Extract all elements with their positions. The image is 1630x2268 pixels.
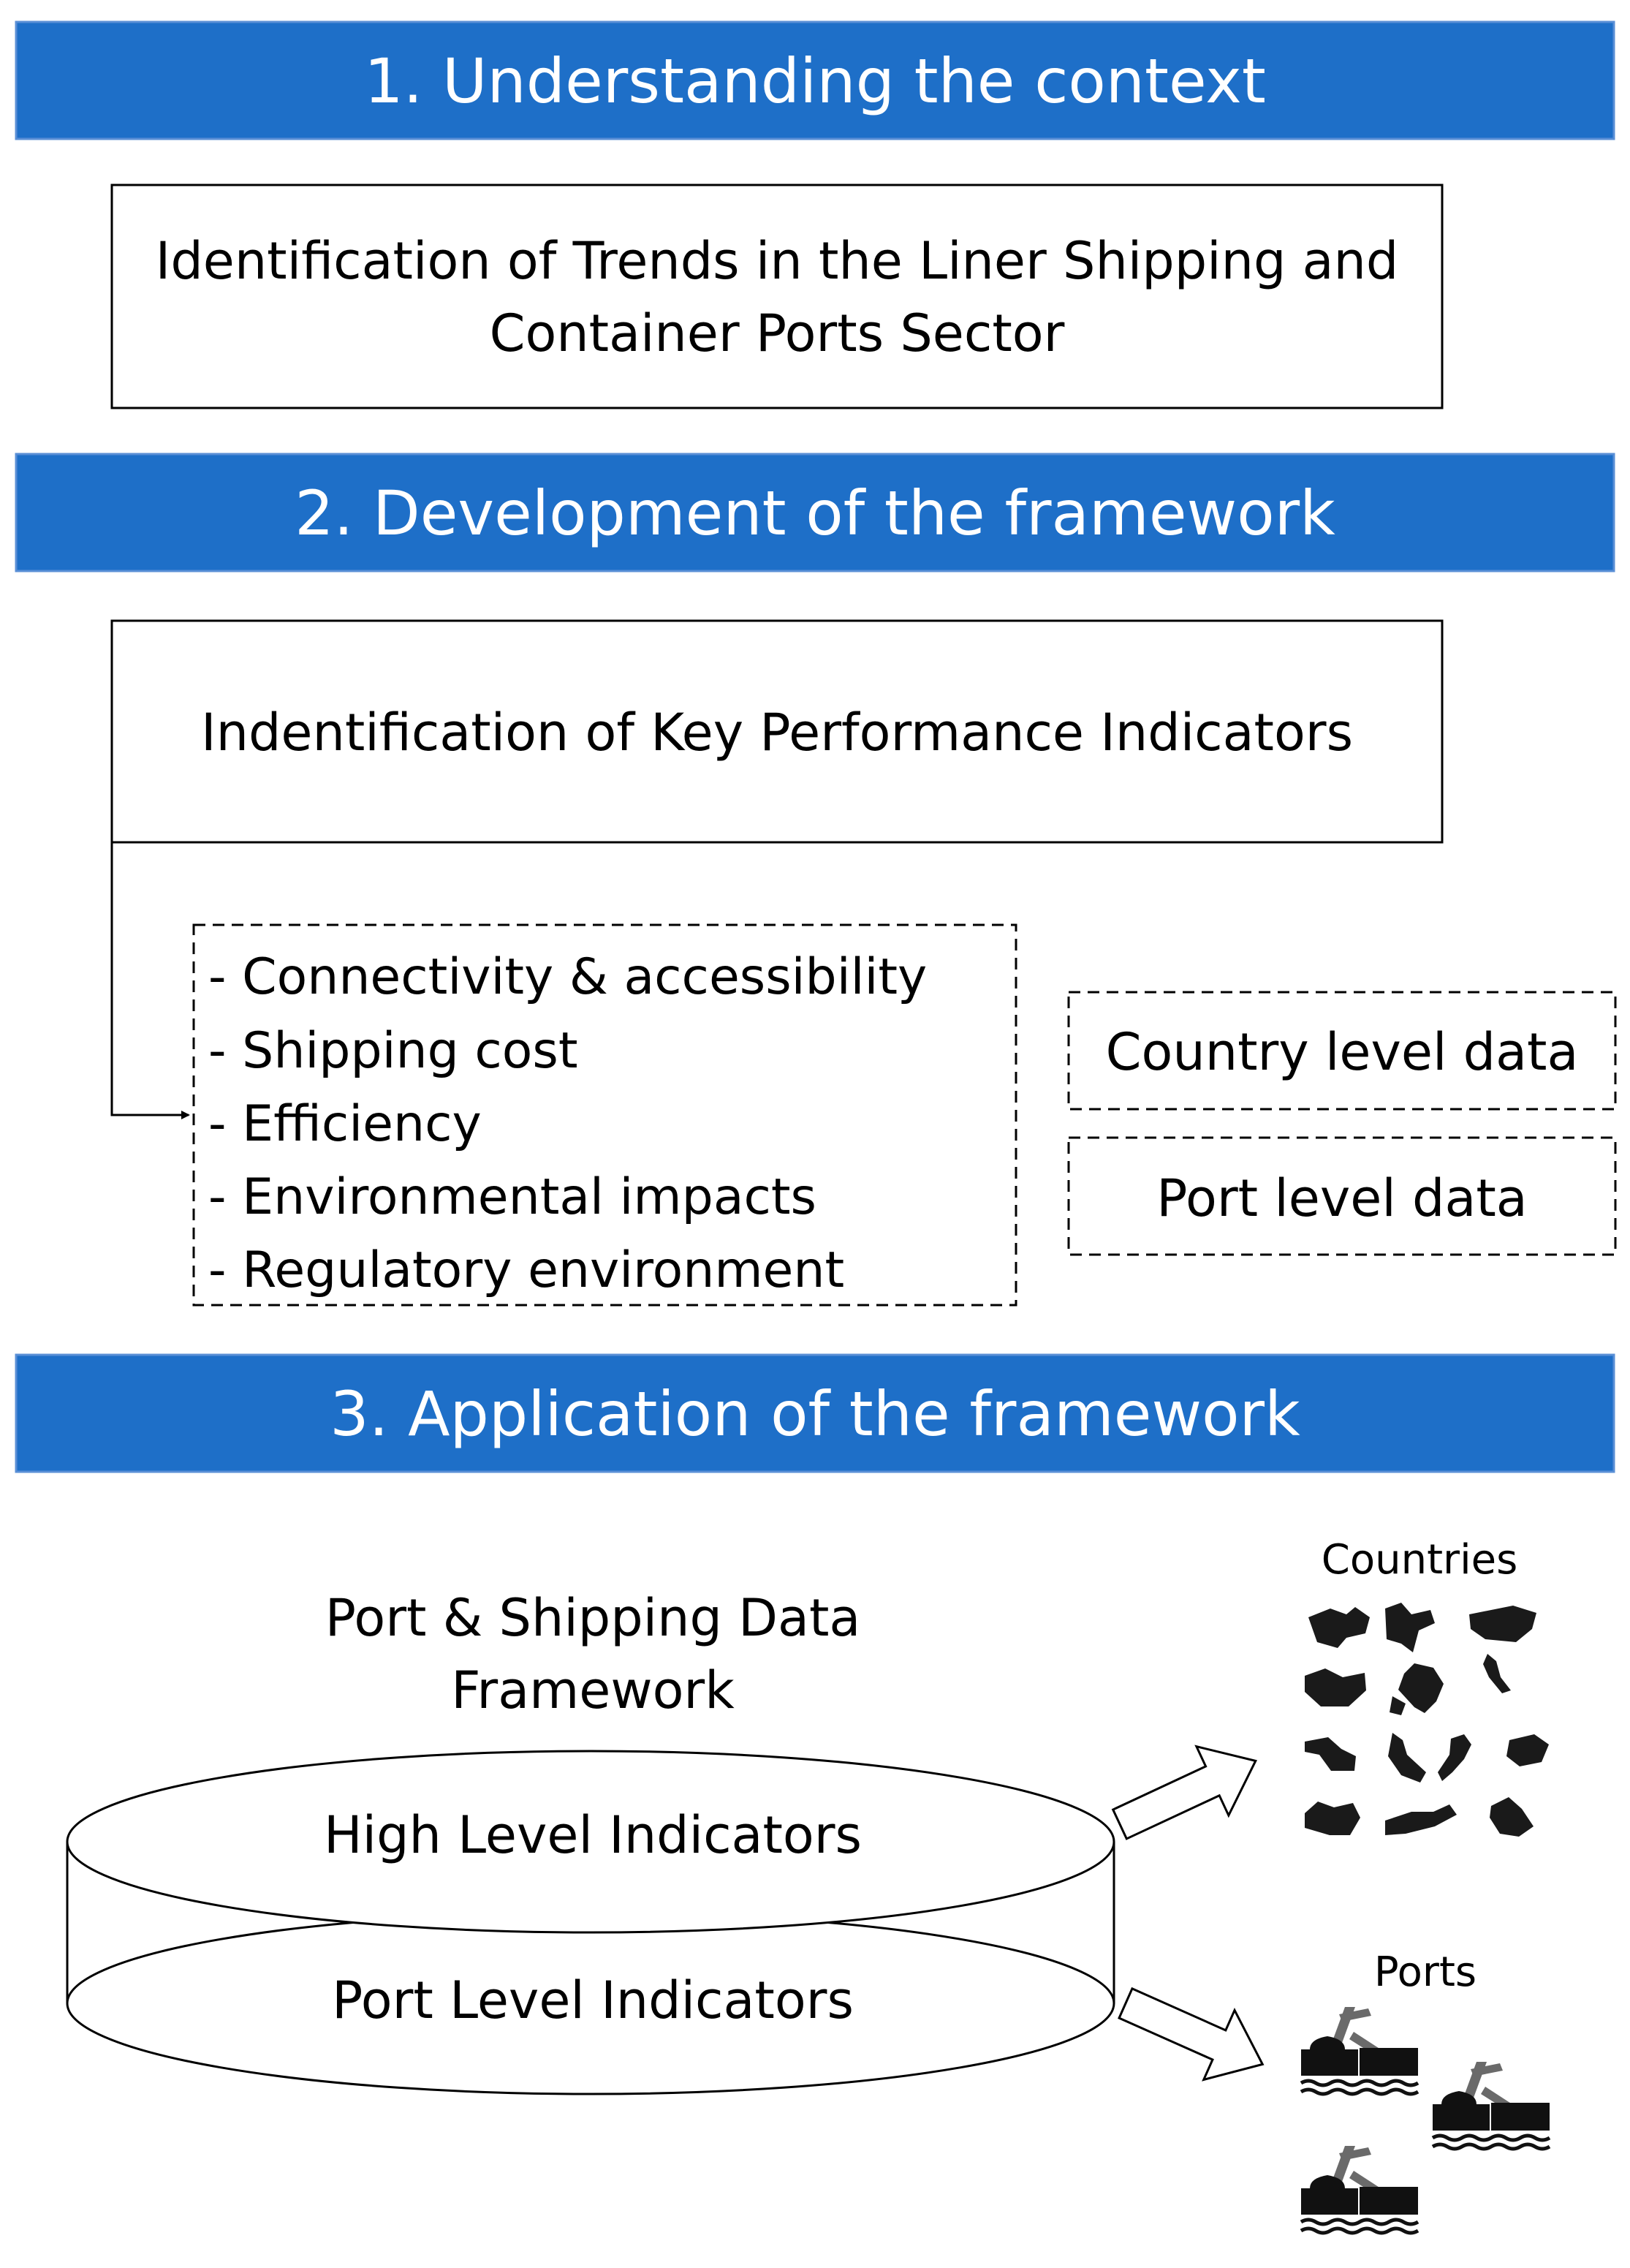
framework-title-line1: Port & Shipping Data [325,1588,861,1648]
ports-label: Ports [1374,1948,1477,1996]
arrow-to-ports [1118,1987,1265,2082]
kpi-item-regulatory: - Regulatory environment [208,1241,844,1299]
section-banner-3-label: 3. Application of the framework [330,1378,1300,1450]
section-banner-3: 3. Application of the framework [15,1353,1615,1473]
section-banner-2: 2. Development of the framework [15,453,1615,572]
section-banner-1-label: 1. Understanding the context [364,45,1266,117]
port-data-label: Port level data [1156,1168,1527,1228]
port-icon-3 [1300,2146,1419,2235]
context-box-line1: Identification of Trends in the Liner Sh… [156,231,1399,291]
countries-label: Countries [1322,1536,1518,1584]
section-banner-1: 1. Understanding the context [15,20,1615,140]
kpi-list-box: - Connectivity & accessibility - Shippin… [192,923,1017,1307]
section-banner-2-label: 2. Development of the framework [295,477,1335,549]
kpi-item-efficiency: - Efficiency [208,1095,482,1153]
port-icon-2 [1431,2062,1551,2151]
kpi-box-label: Indentification of Key Performance Indic… [201,703,1353,763]
framework-layer-port: Port Level Indicators [332,1970,854,2030]
framework-title-line2: Framework [451,1660,735,1720]
country-data-box: Country level data [1067,991,1617,1111]
kpi-item-connectivity: - Connectivity & accessibility [208,948,927,1006]
framework-layer-high: High Level Indicators [324,1805,862,1865]
framework-cylinder: High Level Indicators Port Level Indicat… [66,1750,1115,2095]
country-data-label: Country level data [1106,1022,1579,1082]
kpi-box: Indentification of Key Performance Indic… [110,619,1444,844]
arrow-to-countries [1111,1745,1257,1840]
kpi-connector-arrow [110,842,190,1119]
country-silhouettes-icon [1305,1603,1549,1837]
context-box-line2: Container Ports Sector [490,303,1065,363]
kpi-item-environmental: - Environmental impacts [208,1168,816,1226]
port-icon-1 [1300,2007,1419,2096]
context-box: Identification of Trends in the Liner Sh… [110,184,1444,409]
kpi-item-shipping-cost: - Shipping cost [208,1022,577,1080]
port-data-box: Port level data [1067,1136,1617,1256]
